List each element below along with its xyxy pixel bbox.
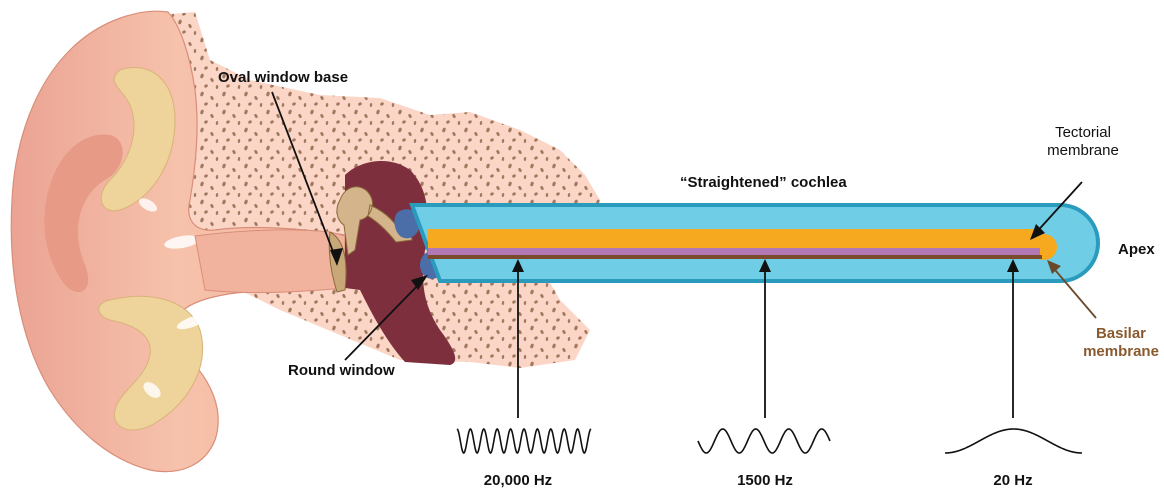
apex-label: Apex (1118, 241, 1155, 259)
cochlea-label: “Straightened” cochlea (680, 174, 847, 192)
oval-window-label: Oval window base (218, 69, 348, 87)
waveform-1500-hz (698, 429, 830, 453)
basilar-label-line2: membrane (1082, 343, 1160, 361)
basilar-membrane (428, 255, 1042, 259)
ear-canal (195, 230, 345, 293)
tectorial-label: Tectorial membrane (1040, 124, 1126, 160)
basilar-label: Basilar membrane (1082, 325, 1160, 361)
round-window-label: Round window (288, 362, 395, 380)
waveform-20000-hz (457, 429, 591, 453)
tectorial-label-line1: Tectorial (1040, 124, 1126, 142)
basilar-label-line1: Basilar (1082, 325, 1160, 343)
frequency-label-20: 20 Hz (973, 472, 1053, 490)
purple-strip (428, 248, 1040, 255)
tectorial-membrane (428, 229, 1040, 248)
frequency-label-20000: 20,000 Hz (478, 472, 558, 490)
frequency-label-1500: 1500 Hz (725, 472, 805, 490)
tectorial-label-line2: membrane (1040, 142, 1126, 160)
waveform-20-hz (945, 429, 1082, 453)
